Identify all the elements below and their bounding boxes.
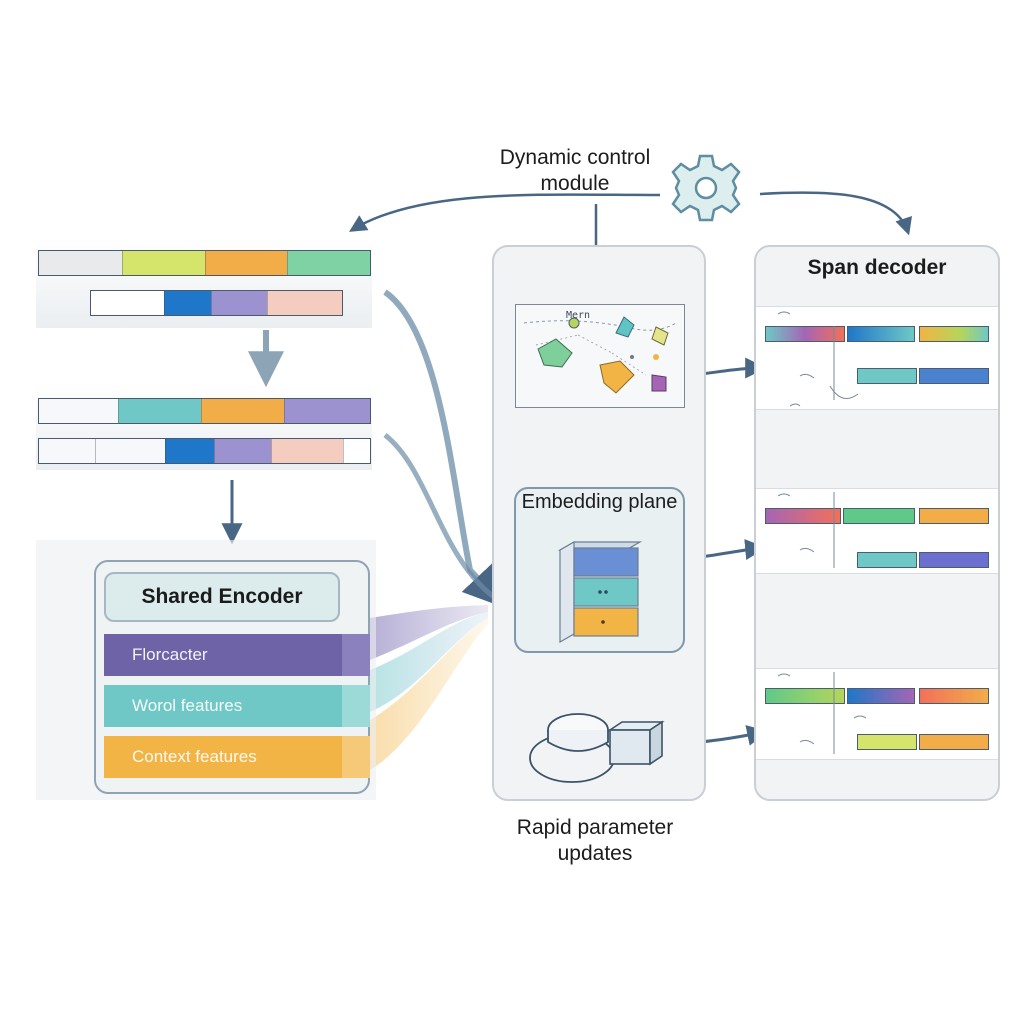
- disk-icon: [529, 713, 615, 783]
- decoder-span: [919, 688, 989, 704]
- encoder-layer-side: [342, 685, 370, 727]
- gear-icon: [671, 154, 741, 222]
- decoder-span: [765, 688, 845, 704]
- token-bar-4: [38, 438, 371, 464]
- decoder-span: [919, 734, 989, 750]
- arrow-control-to-input: [349, 193, 661, 232]
- rapid-updates-label: Rapid parameter updates: [516, 816, 674, 866]
- flow-arrow-2: [383, 433, 500, 603]
- cube-icon: [607, 720, 665, 766]
- span-decoder-title: Span decoder: [807, 256, 947, 279]
- decoder-span: [919, 368, 989, 384]
- scatter-label: Mern: [566, 310, 591, 321]
- decoder-span: [847, 688, 915, 704]
- token-bar-2: [90, 290, 343, 316]
- scatter-shapes: [523, 316, 677, 394]
- arrow-control-to-decoder: [759, 191, 912, 236]
- scatter-card: [515, 304, 685, 408]
- ribbon-purple: [370, 605, 488, 660]
- decoder-span: [857, 734, 917, 750]
- encoder-layer-word-features: Worol features: [104, 685, 342, 727]
- token-bar-3: [38, 398, 371, 424]
- decoder-span: [919, 326, 989, 342]
- decoder-span: [765, 326, 845, 342]
- decoder-scribbles: [777, 311, 859, 407]
- embedding-stack: [557, 540, 643, 644]
- ribbon-orange: [370, 618, 488, 770]
- decoder-span: [857, 368, 917, 384]
- decoder-span: [919, 552, 989, 568]
- decoder-span: [765, 508, 841, 524]
- token-bar-1: [38, 250, 371, 276]
- shared-encoder-title: Shared Encoder: [104, 572, 340, 622]
- decoder-scribbles: [777, 492, 835, 568]
- encoder-layer-label: Context features: [132, 747, 257, 766]
- encoder-layer-context-features: Context features: [104, 736, 342, 778]
- ribbon-teal: [370, 612, 488, 712]
- decoder-row-1: [756, 306, 998, 410]
- encoder-layer-side: [342, 634, 370, 676]
- embedding-plane-title: Embedding plane: [521, 491, 678, 513]
- control-module-label: Dynamic control module: [499, 146, 651, 196]
- encoder-layer-label: Florcacter: [132, 645, 208, 664]
- encoder-layer-side: [342, 736, 370, 778]
- decoder-span: [847, 326, 915, 342]
- decoder-scribbles: [777, 672, 867, 754]
- decoder-span: [919, 508, 989, 524]
- encoder-layer-character: Florcacter: [104, 634, 342, 676]
- decoder-span: [857, 552, 917, 568]
- decoder-span: [843, 508, 915, 524]
- flow-arrow-1: [383, 289, 506, 609]
- update-icon-group: [529, 713, 665, 783]
- encoder-layer-label: Worol features: [132, 696, 243, 715]
